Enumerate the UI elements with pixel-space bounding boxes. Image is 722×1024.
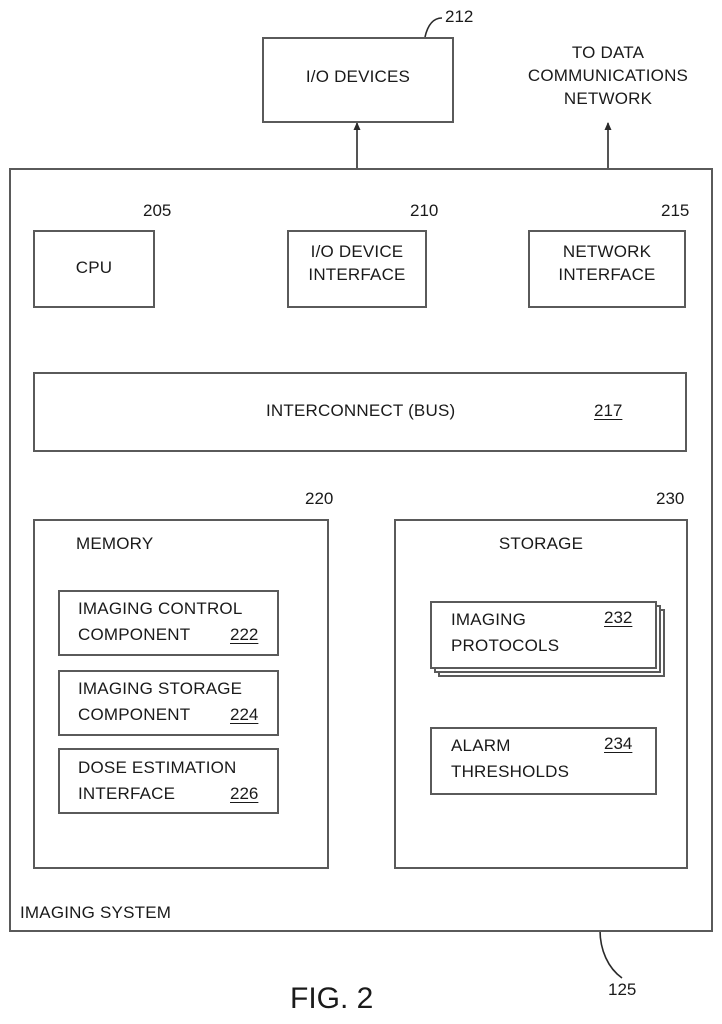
storage-ref: 230 [656,489,684,509]
network-interface-ref: 215 [661,201,689,221]
interconnect-bus-label: INTERCONNECT (BUS) [266,401,455,421]
storage-label: STORAGE [394,534,688,554]
io-interface-ref: 210 [410,201,438,221]
io-interface-label-line-2: INTERFACE [287,263,427,286]
io-interface-label-line-1: I/O DEVICE [287,240,427,263]
cpu-ref: 205 [143,201,171,221]
dose-estimation-interface-line-1: DOSE ESTIMATION [78,758,237,778]
imaging-storage-component-line-1: IMAGING STORAGE [78,679,242,699]
io-devices-ref: 212 [445,7,473,27]
imaging-protocols-line-2: PROTOCOLS [451,636,559,656]
io-interface-label: I/O DEVICE INTERFACE [287,240,427,286]
imaging-control-component-line-2: COMPONENT [78,625,190,645]
alarm-thresholds-line-2: THRESHOLDS [451,762,569,782]
network-interface-label: NETWORK INTERFACE [528,240,686,286]
memory-label: MEMORY [76,534,153,554]
imaging-control-component-ref: 222 [230,625,258,645]
network-interface-label-line-1: NETWORK [528,240,686,263]
alarm-thresholds-ref: 234 [604,734,632,754]
figure-caption: FIG. 2 [290,982,373,1016]
imaging-storage-component-ref: 224 [230,705,258,725]
cpu-label: CPU [33,258,155,278]
imaging-protocols-ref: 232 [604,608,632,628]
imaging-storage-component-line-2: COMPONENT [78,705,190,725]
network-note-line-1: TO DATA [520,41,696,64]
alarm-thresholds-line-1: ALARM [451,736,511,756]
leader-212 [425,18,442,37]
imaging-protocols-line-1: IMAGING [451,610,526,630]
dose-estimation-interface-line-2: INTERFACE [78,784,175,804]
imaging-system-label: IMAGING SYSTEM [20,903,171,923]
network-note-line-3: NETWORK [520,87,696,110]
io-devices-label: I/O DEVICES [262,67,454,87]
network-note: TO DATA COMMUNICATIONS NETWORK [520,41,696,110]
memory-ref: 220 [305,489,333,509]
storage-box [394,519,688,869]
network-note-line-2: COMMUNICATIONS [520,64,696,87]
leader-125 [600,930,622,978]
dose-estimation-interface-ref: 226 [230,784,258,804]
interconnect-bus-ref: 217 [594,401,622,421]
imaging-control-component-line-1: IMAGING CONTROL [78,599,243,619]
network-interface-label-line-2: INTERFACE [528,263,686,286]
imaging-system-ref: 125 [608,980,636,1000]
